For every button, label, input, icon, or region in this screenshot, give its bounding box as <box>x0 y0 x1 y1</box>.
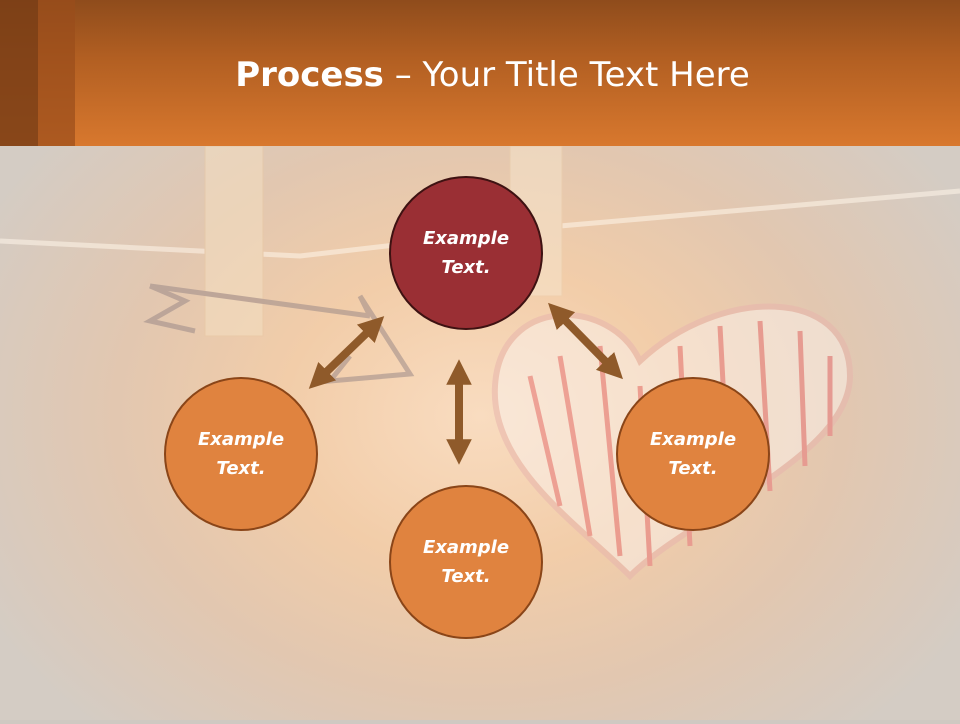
node-label: Example Text. <box>649 429 737 479</box>
process-node-left: Example Text. <box>164 377 318 531</box>
node-label: Example Text. <box>197 429 285 479</box>
arrow-top-right <box>548 302 623 380</box>
drawn-arrow-fletch <box>143 283 196 334</box>
process-node-bottom: Example Text. <box>389 485 543 639</box>
header-accent-bar-light <box>38 0 75 146</box>
process-node-right: Example Text. <box>616 377 770 531</box>
slide-title-rest: – Your Title Text Here <box>383 55 750 95</box>
title-bar: Process – Your Title Text Here <box>0 0 960 146</box>
node-label: Example Text. <box>422 228 510 278</box>
clothespin-left <box>204 145 264 337</box>
process-node-top: Example Text. <box>389 176 543 330</box>
node-label: Example Text. <box>422 537 510 587</box>
arrow-top-left <box>308 316 385 389</box>
slide-title-bold: Process <box>235 55 384 95</box>
header-accent-bar-dark <box>0 0 38 146</box>
slide-title: Process – Your Title Text Here <box>0 50 960 100</box>
